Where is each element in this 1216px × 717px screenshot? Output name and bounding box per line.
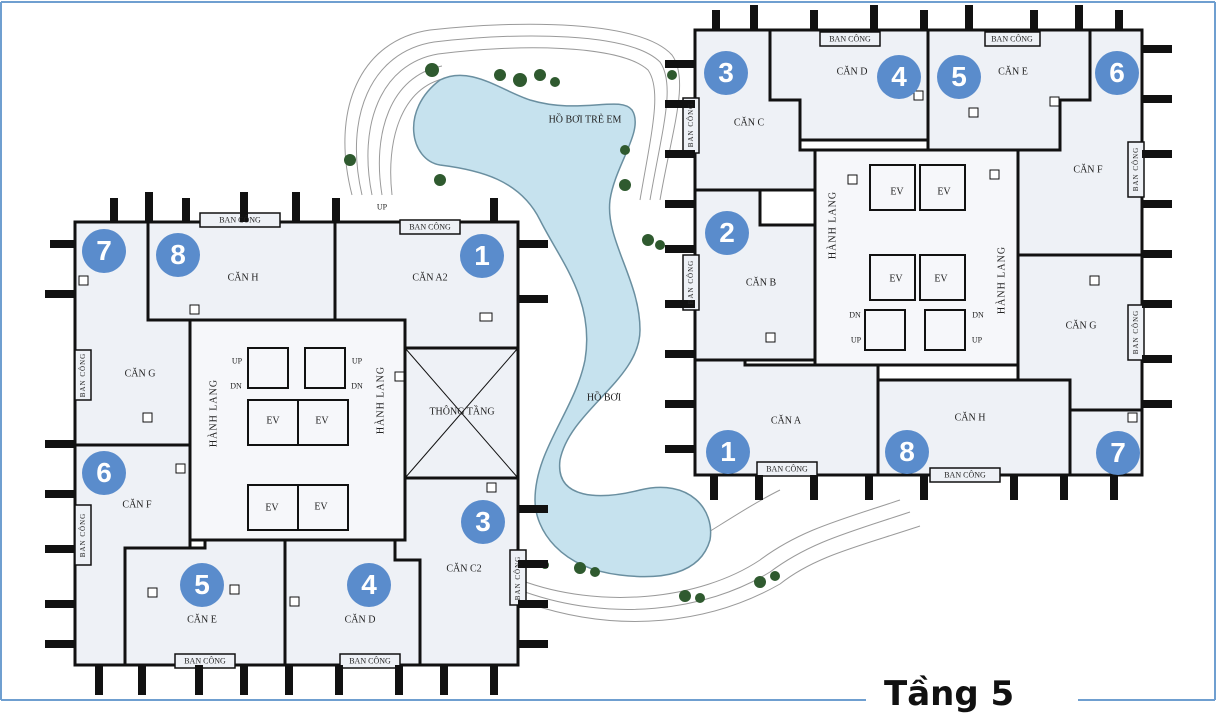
- right-dn-2: DN: [972, 310, 984, 320]
- right-up-2: UP: [971, 335, 983, 345]
- left-ev-1: EV: [266, 415, 280, 427]
- left-atrium-label: THÔNG TẦNG: [429, 406, 495, 418]
- right-ev-3: EV: [889, 273, 903, 285]
- left-room-d-label: CĂN D: [344, 614, 376, 626]
- left-room-c2-label: CĂN C2: [446, 563, 482, 575]
- fixtures: [78, 90, 1138, 607]
- left-balcony-c2: BAN CÔNG: [514, 555, 522, 601]
- right-balcony-a: BAN CÔNG: [766, 464, 808, 474]
- left-ev-4: EV: [314, 501, 328, 513]
- right-corridor-label-b: HÀNH LANG: [996, 245, 1008, 315]
- right-balcony-b: BAN CÔNG: [687, 259, 695, 305]
- marker-left-4: 4: [347, 563, 391, 607]
- left-balcony-h: BAN CÔNG: [219, 215, 261, 225]
- trees: [344, 63, 780, 603]
- marker-left-7: 7: [82, 229, 126, 273]
- marker-right-7: 7: [1096, 431, 1140, 475]
- right-balcony-h: BAN CÔNG: [944, 470, 986, 480]
- marker-left-5: 5: [180, 563, 224, 607]
- left-core-details: [247, 347, 519, 531]
- right-room-b-label: CĂN B: [745, 277, 777, 289]
- marker-left-3: 3: [461, 500, 505, 544]
- marker-right-4: 4: [877, 55, 921, 99]
- left-ev-2: EV: [315, 415, 329, 427]
- garden-paths: [344, 23, 921, 622]
- right-corridor-label-a: HÀNH LANG: [827, 190, 839, 260]
- right-room-e-label: CĂN E: [998, 66, 1028, 78]
- kids-pool-label: HỒ BƠI TRẺ EM: [548, 114, 622, 126]
- marker-left-6: 6: [82, 451, 126, 495]
- right-ev-1: EV: [890, 186, 904, 198]
- right-room-a-label: CĂN A: [770, 415, 802, 427]
- marker-right-8: 8: [885, 430, 929, 474]
- marker-right-5: 5: [937, 55, 981, 99]
- left-balcony-e: BAN CÔNG: [184, 656, 226, 666]
- right-ev-4: EV: [934, 273, 948, 285]
- left-corridor-label-b: HÀNH LANG: [375, 365, 387, 435]
- right-core: [813, 148, 1020, 367]
- right-balcony-g: BAN CÔNG: [1132, 309, 1140, 355]
- balconies: [74, 31, 1145, 669]
- marker-left-1: 1: [460, 234, 504, 278]
- left-up-2: UP: [351, 356, 363, 366]
- right-dn-1: DN: [849, 310, 861, 320]
- marker-right-1: 1: [706, 430, 750, 474]
- left-balcony-g: BAN CÔNG: [79, 352, 87, 398]
- marker-right-3: 3: [704, 51, 748, 95]
- left-dn-2: DN: [351, 381, 363, 391]
- marker-right-6: 6: [1095, 51, 1139, 95]
- right-balcony-d: BAN CÔNG: [829, 34, 871, 44]
- right-balcony-f: BAN CÔNG: [1132, 146, 1140, 192]
- left-corridor-label-a: HÀNH LANG: [208, 378, 220, 448]
- left-dn-1: DN: [230, 381, 242, 391]
- right-balcony-c: BAN CÔNG: [687, 102, 695, 148]
- right-room-g-label: CĂN G: [1065, 320, 1097, 332]
- right-room-f-label: CĂN F: [1073, 164, 1103, 176]
- right-balcony-e: BAN CÔNG: [991, 34, 1033, 44]
- left-ev-3: EV: [265, 502, 279, 514]
- left-room-g-label: CĂN G: [124, 368, 156, 380]
- marker-right-2: 2: [705, 211, 749, 255]
- left-balcony-a2: BAN CÔNG: [409, 222, 451, 232]
- left-balcony-f: BAN CÔNG: [79, 512, 87, 558]
- left-up-3: UP: [376, 202, 388, 212]
- right-up-1: UP: [850, 335, 862, 345]
- marker-left-8: 8: [156, 233, 200, 277]
- right-ev-2: EV: [937, 186, 951, 198]
- right-room-d-label: CĂN D: [836, 66, 868, 78]
- pool: [413, 74, 712, 578]
- frame: [0, 1, 1216, 701]
- right-room-c-label: CĂN C: [733, 117, 765, 129]
- left-room-h-label: CĂN H: [227, 272, 259, 284]
- left-up-1: UP: [231, 356, 243, 366]
- right-room-h-label: CĂN H: [954, 412, 986, 424]
- left-balcony-d: BAN CÔNG: [349, 656, 391, 666]
- left-room-f-label: CĂN F: [122, 499, 152, 511]
- right-core-details: [864, 164, 966, 351]
- main-pool-label: HỒ BƠI: [586, 392, 622, 404]
- floor-title: Tầng 5: [884, 674, 1015, 714]
- wall-stubs: [45, 5, 1172, 695]
- left-room-a2-label: CĂN A2: [412, 272, 448, 284]
- left-room-e-label: CĂN E: [187, 614, 217, 626]
